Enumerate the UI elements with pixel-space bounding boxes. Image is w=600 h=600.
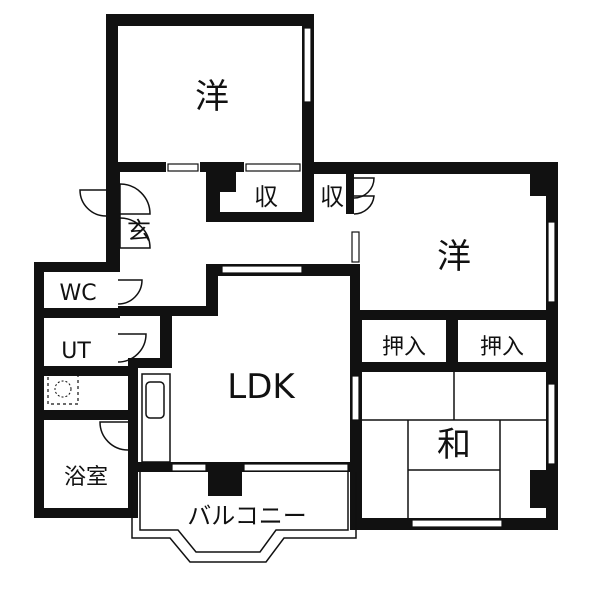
tatami [362,372,546,518]
label-utility: UT [61,339,91,364]
label-closet-right: 押入 [480,335,524,360]
room-labels: 洋 収 収 玄 洋 WC UT 押入 押入 LDK 和 浴室 バルコニー [59,77,524,530]
windows [167,27,556,528]
label-closet-left: 押入 [382,335,426,360]
label-western-right: 洋 [437,237,471,277]
label-western-top: 洋 [195,77,229,117]
outer-walls [34,14,558,530]
doors [79,177,375,451]
washing-machine [47,373,79,405]
sink [145,381,165,419]
door-swing-western [79,189,107,217]
label-storage-left: 収 [254,183,278,211]
label-wc: WC [59,281,96,306]
fixtures [47,373,171,463]
label-bath: 浴室 [64,465,108,490]
label-ldk: LDK [227,367,296,407]
balcony-outline [131,472,357,563]
label-japanese: 和 [437,425,471,465]
label-entrance: 玄 [127,217,151,245]
label-storage-right: 収 [320,183,344,211]
label-balcony: バルコニー [187,502,307,530]
